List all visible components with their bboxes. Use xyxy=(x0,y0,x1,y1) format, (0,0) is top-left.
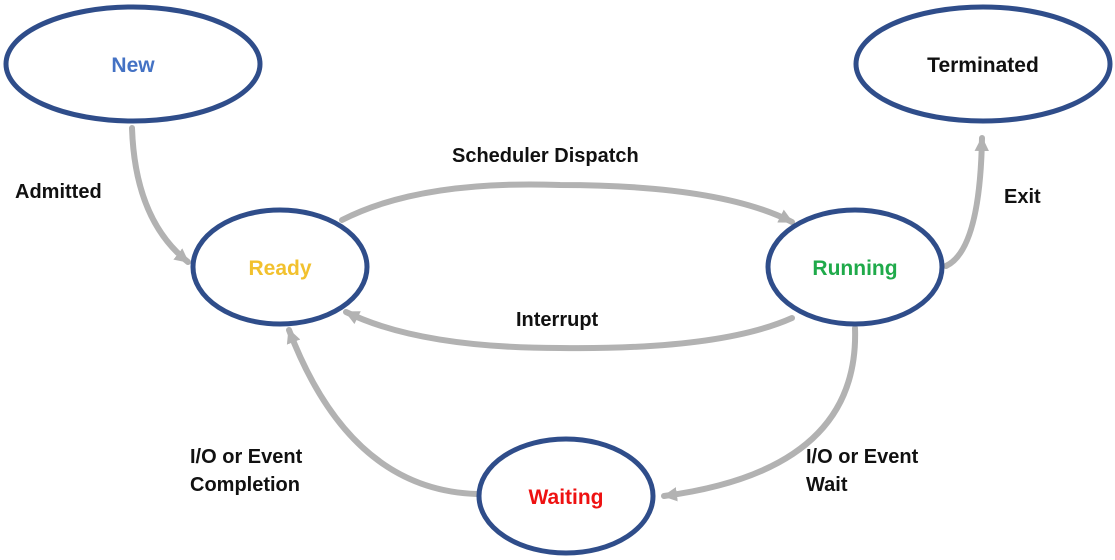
label-io-wait-line-2: Wait xyxy=(806,474,848,496)
state-new-label: New xyxy=(111,54,155,77)
state-running: Running xyxy=(765,207,945,327)
state-terminated: Terminated xyxy=(853,4,1113,124)
state-ready-label: Ready xyxy=(248,257,311,280)
state-new-ellipse xyxy=(3,4,263,124)
edge-io-wait xyxy=(661,325,859,502)
state-waiting-label: Waiting xyxy=(528,486,603,509)
edge-scheduler-dispatch xyxy=(339,181,795,225)
state-waiting-ellipse xyxy=(476,436,656,556)
edge-exit xyxy=(943,135,989,269)
edges xyxy=(129,125,989,502)
state-terminated-ellipse xyxy=(853,4,1113,124)
label-admitted: Admitted xyxy=(15,181,102,203)
state-waiting: Waiting xyxy=(476,436,656,556)
label-scheduler-dispatch: Scheduler Dispatch xyxy=(452,145,639,167)
label-exit: Exit xyxy=(1004,186,1041,208)
edge-io-completion xyxy=(286,327,480,497)
label-interrupt: Interrupt xyxy=(516,309,599,331)
state-ready-ellipse xyxy=(190,207,370,327)
edge-interrupt xyxy=(343,309,795,352)
state-running-label: Running xyxy=(812,257,897,280)
state-new: New xyxy=(3,4,263,124)
edge-admitted xyxy=(129,125,191,265)
label-io-wait-line-1: I/O or Event xyxy=(806,446,919,468)
edge-labels: Admitted Scheduler Dispatch Interrupt Ex… xyxy=(15,145,1041,496)
label-io-completion-line-2: Completion xyxy=(190,474,300,496)
state-ready: Ready xyxy=(190,207,370,327)
state-running-ellipse xyxy=(765,207,945,327)
state-terminated-label: Terminated xyxy=(927,54,1039,77)
label-io-completion-line-1: I/O or Event xyxy=(190,446,303,468)
